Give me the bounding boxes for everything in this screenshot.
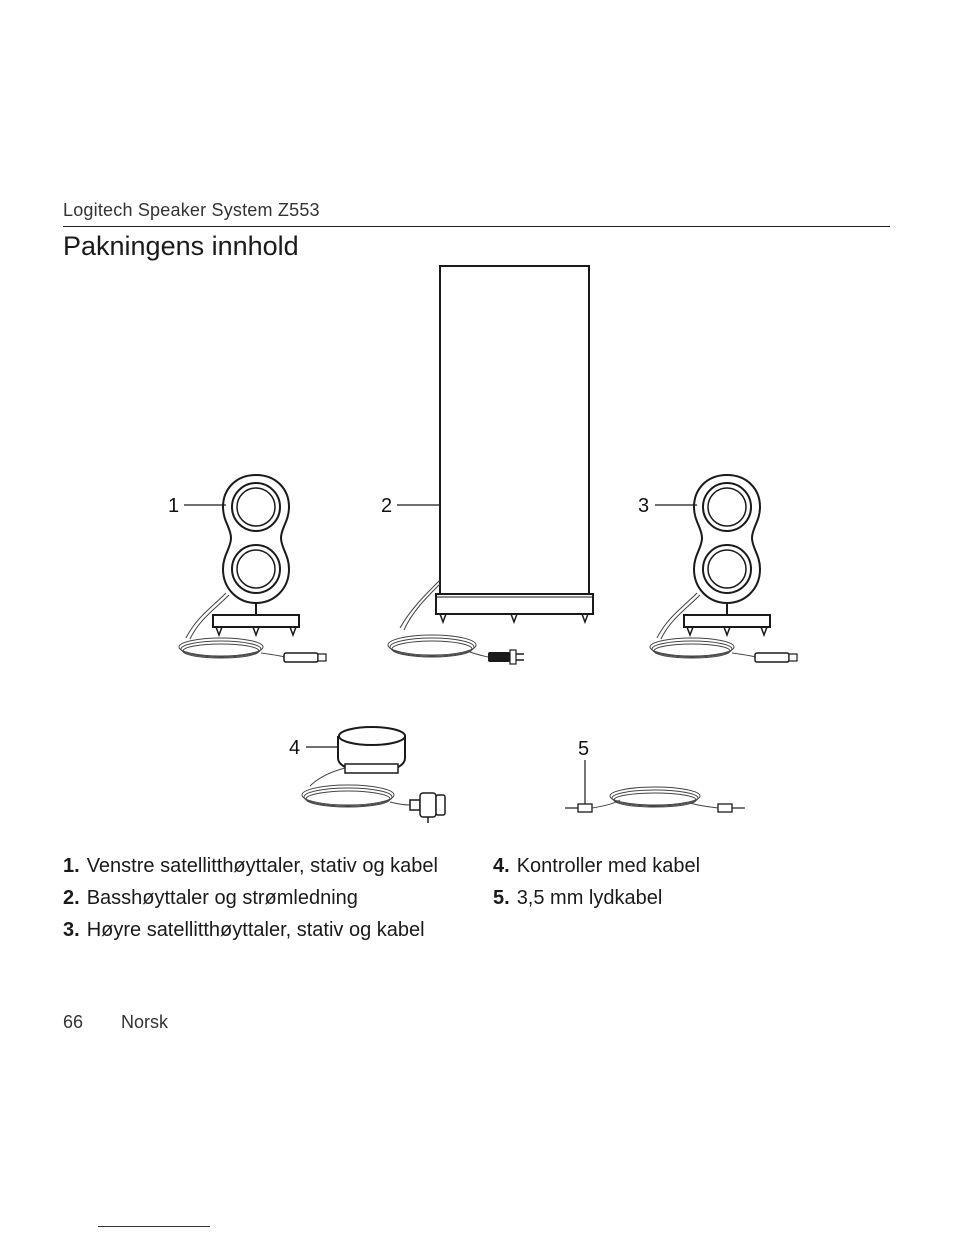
package-contents-illustration: 1 2 3 4 <box>168 265 798 823</box>
callout-1: 1 <box>168 495 179 517</box>
left-satellite-speaker <box>178 474 327 663</box>
controller-with-cable <box>301 726 446 823</box>
list-item: 2.Basshøyttaler og strømledning <box>63 887 358 909</box>
language-label: Norsk <box>121 1012 169 1032</box>
page-number: 66 <box>63 1012 84 1032</box>
product-name: Logitech Speaker System Z553 <box>63 200 320 220</box>
callout-4: 4 <box>289 737 300 759</box>
audio-cable-3-5mm <box>565 786 745 813</box>
list-item: 3.Høyre satellitthøyttaler, stativ og ka… <box>63 919 425 941</box>
subwoofer <box>387 265 594 665</box>
contents-list-right: 4.Kontroller med kabel 5.3,5 mm lydkabel <box>493 850 700 914</box>
right-satellite-speaker <box>649 474 798 663</box>
footer-divider <box>98 1226 210 1227</box>
callout-2: 2 <box>381 495 392 517</box>
callout-5: 5 <box>578 738 589 760</box>
list-item: 5.3,5 mm lydkabel <box>493 887 663 909</box>
header-divider <box>63 226 890 227</box>
contents-list-left: 1.Venstre satellitthøyttaler, stativ og … <box>63 850 438 946</box>
page-footer: 66 Norsk <box>63 1012 168 1033</box>
callout-3: 3 <box>638 495 649 517</box>
list-item: 4.Kontroller med kabel <box>493 855 701 877</box>
list-item: 1.Venstre satellitthøyttaler, stativ og … <box>63 855 438 877</box>
page-title: Pakningens innhold <box>63 231 299 261</box>
